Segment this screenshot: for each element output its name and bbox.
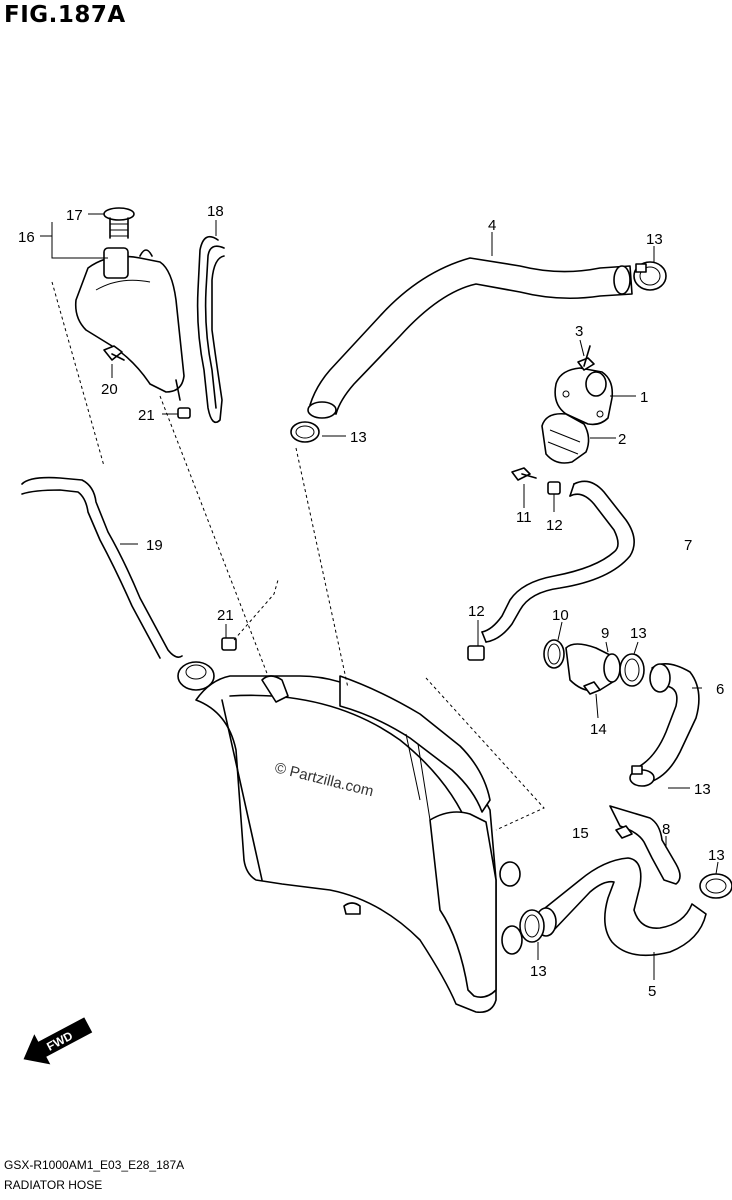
leader-lines bbox=[40, 213, 719, 980]
reservoir-tank[interactable] bbox=[74, 247, 185, 401]
hose-6[interactable] bbox=[639, 663, 700, 783]
callout-labels: 16 17 18 4 13 3 1 2 13 20 21 11 12 7 19 … bbox=[18, 203, 725, 1000]
bracket-8[interactable] bbox=[609, 805, 681, 885]
callout-21: 21 bbox=[138, 407, 155, 424]
callout-13: 13 bbox=[530, 963, 547, 980]
water-pipe-9[interactable] bbox=[565, 643, 621, 692]
hose-clamp-13-hose6[interactable] bbox=[629, 765, 655, 787]
hose-clamp-13-pipe[interactable] bbox=[619, 653, 645, 687]
bolt-15[interactable] bbox=[615, 825, 633, 839]
callout-14: 14 bbox=[590, 721, 607, 738]
callout-20: 20 bbox=[101, 381, 118, 398]
clip-12-upper[interactable] bbox=[547, 481, 561, 495]
callout-13: 13 bbox=[708, 847, 725, 864]
callout-17: 17 bbox=[66, 207, 83, 224]
callout-21: 21 bbox=[217, 607, 234, 624]
callout-4: 4 bbox=[488, 217, 496, 234]
callout-11: 11 bbox=[516, 509, 532, 526]
callout-5: 5 bbox=[648, 983, 656, 1000]
callout-10: 10 bbox=[552, 607, 569, 624]
clip-21-lower[interactable] bbox=[221, 637, 237, 651]
callout-9: 9 bbox=[601, 625, 609, 642]
hose-clamp-13-lower-right[interactable] bbox=[699, 873, 732, 899]
hose-5[interactable] bbox=[535, 857, 707, 957]
callout-15: 15 bbox=[572, 825, 589, 842]
callout-13: 13 bbox=[350, 429, 367, 446]
hose-clamp-13-lower-left[interactable] bbox=[519, 909, 545, 943]
callout-3: 3 bbox=[575, 323, 583, 340]
figure-code: GSX-R1000AM1_E03_E28_187A bbox=[4, 1158, 185, 1172]
hose-18[interactable] bbox=[196, 235, 225, 424]
callout-6: 6 bbox=[716, 681, 724, 698]
hose-4[interactable] bbox=[307, 257, 633, 419]
figure-title: FIG.187A bbox=[4, 2, 126, 28]
reservoir-cap[interactable] bbox=[103, 207, 135, 239]
callout-12: 12 bbox=[468, 603, 485, 620]
radiator[interactable] bbox=[195, 675, 523, 1014]
hose-19[interactable] bbox=[21, 476, 183, 659]
bolt-20[interactable] bbox=[103, 345, 125, 361]
hose-clamp-13-top-right[interactable] bbox=[633, 261, 667, 291]
callout-13: 13 bbox=[646, 231, 663, 248]
hose-7[interactable] bbox=[481, 480, 635, 643]
radiator-cap[interactable] bbox=[177, 661, 215, 691]
guide-lines bbox=[51, 222, 545, 831]
callout-13: 13 bbox=[630, 625, 647, 642]
callout-19: 19 bbox=[146, 537, 163, 554]
callout-16: 16 bbox=[18, 229, 35, 246]
callout-13: 13 bbox=[694, 781, 711, 798]
bolt-11[interactable] bbox=[511, 467, 537, 481]
callout-2: 2 bbox=[618, 431, 626, 448]
thermostat[interactable] bbox=[541, 412, 590, 464]
bolt-14[interactable] bbox=[583, 681, 601, 695]
callout-7: 7 bbox=[684, 537, 692, 554]
thermostat-cover[interactable] bbox=[554, 367, 614, 426]
hose-clamp-13-upper-left[interactable] bbox=[290, 421, 320, 443]
callout-12: 12 bbox=[546, 517, 563, 534]
figure-subtitle: RADIATOR HOSE bbox=[4, 1178, 103, 1192]
clip-12-lower[interactable] bbox=[467, 645, 485, 661]
callout-1: 1 bbox=[640, 389, 648, 406]
callout-18: 18 bbox=[207, 203, 224, 220]
bolt-3[interactable] bbox=[577, 345, 595, 371]
clip-21-upper[interactable] bbox=[177, 407, 191, 419]
callout-8: 8 bbox=[662, 821, 670, 838]
o-ring-10[interactable] bbox=[543, 639, 565, 669]
fwd-arrow: FWD bbox=[23, 1017, 93, 1065]
